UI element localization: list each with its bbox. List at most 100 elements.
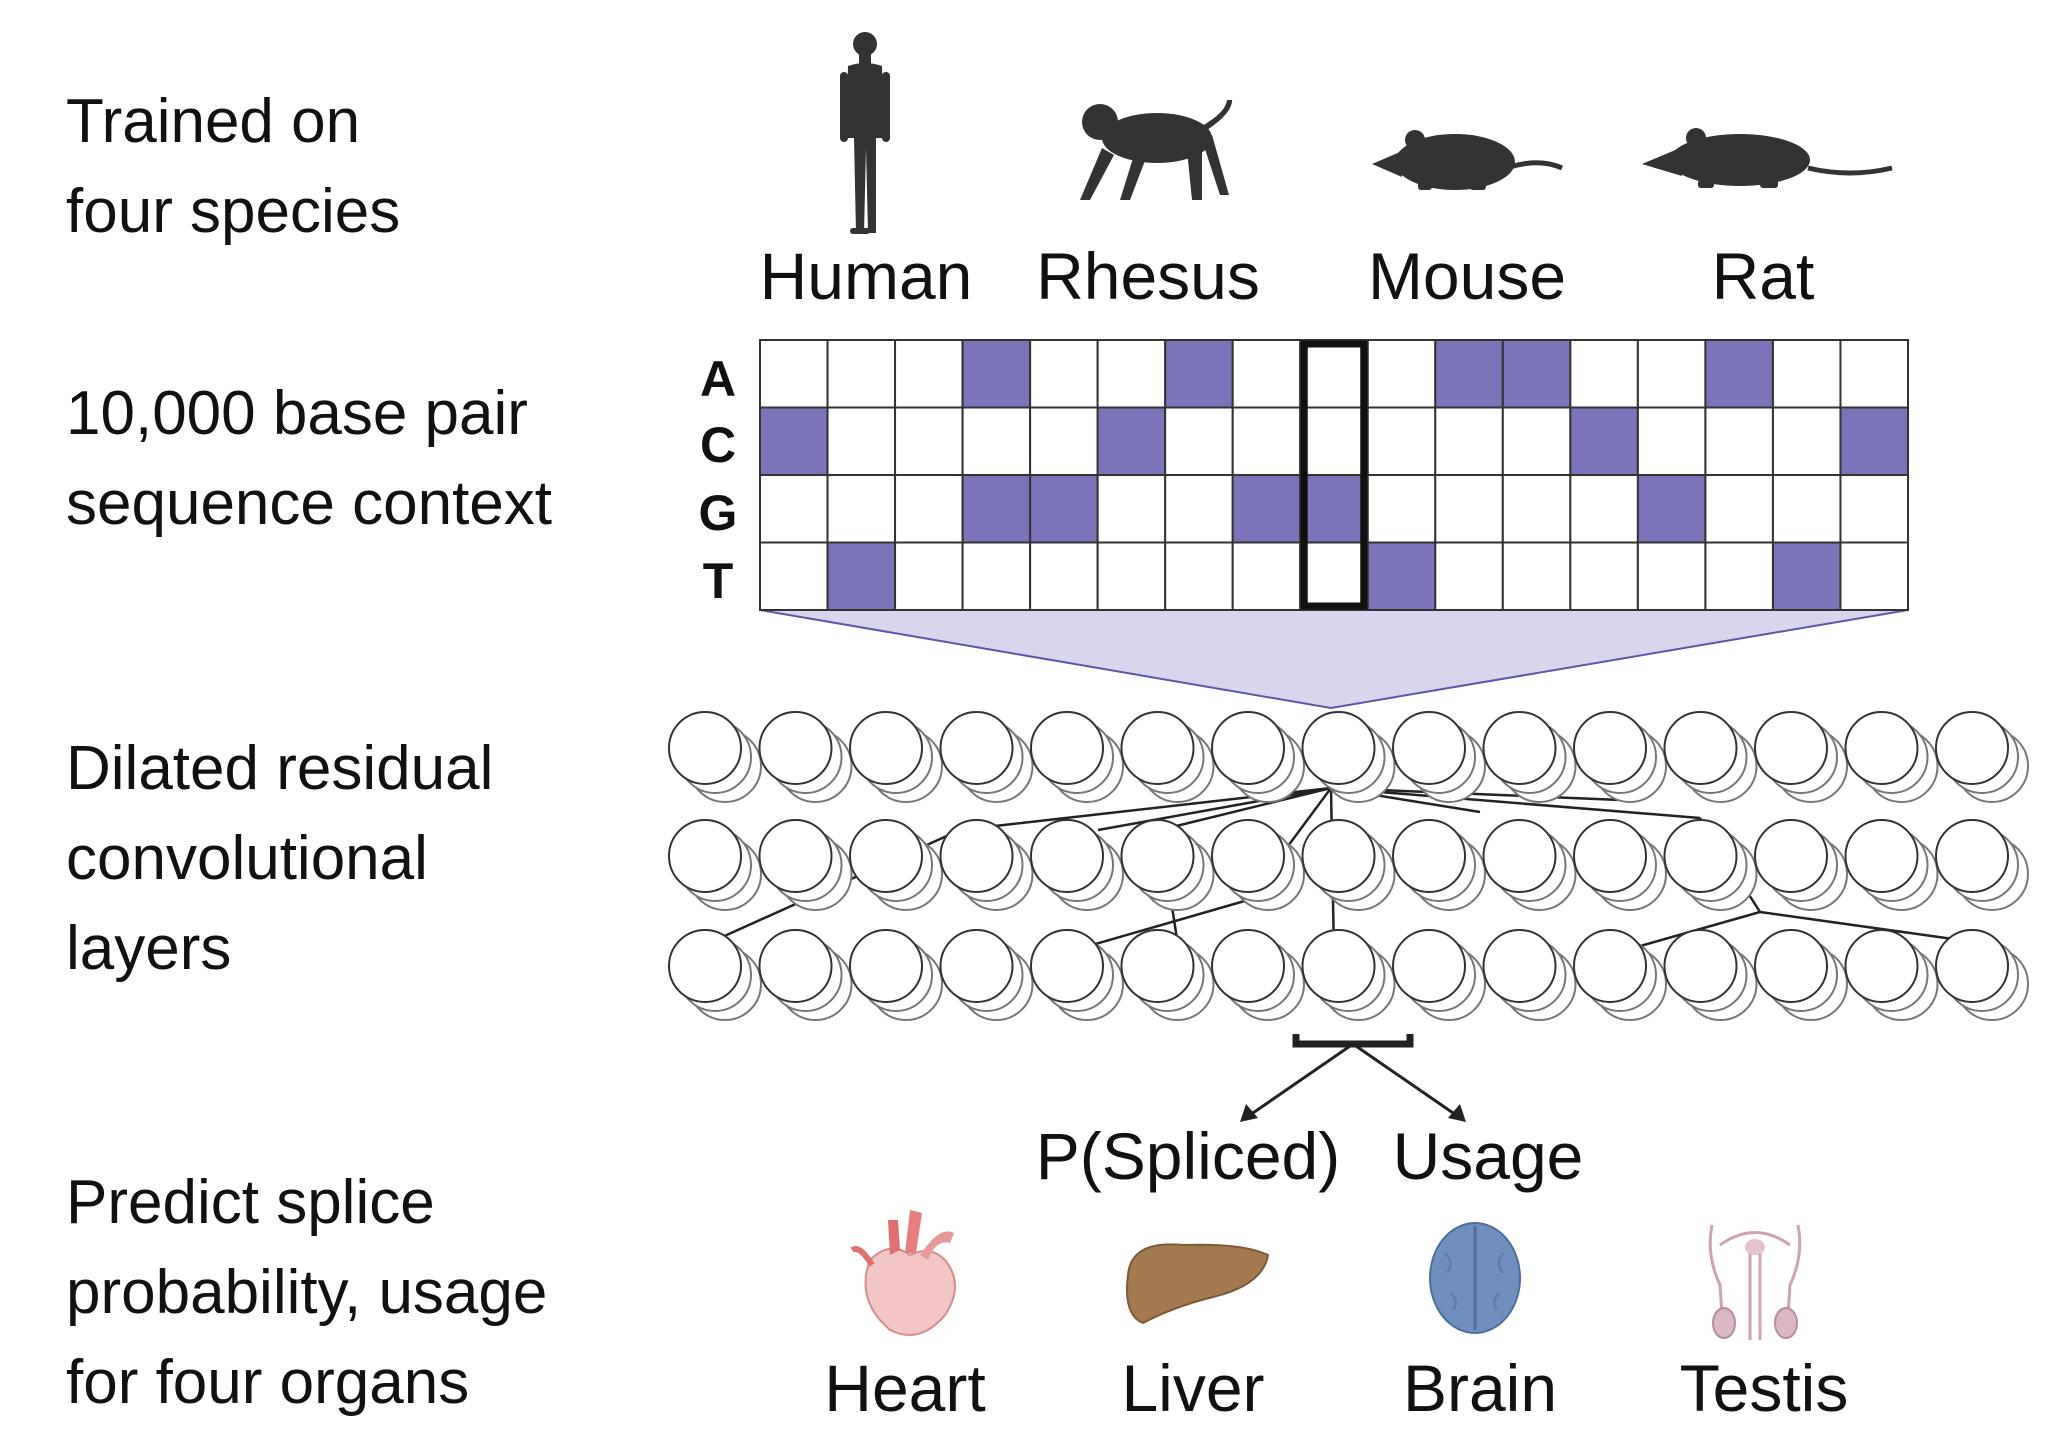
sequence-grid	[759, 339, 1909, 611]
grid-cell	[1299, 406, 1369, 476]
grid-cell	[894, 406, 964, 476]
grid-cell	[1569, 474, 1639, 544]
grid-cell	[1164, 406, 1234, 476]
trained-label-line1: Trained on	[66, 87, 361, 156]
network-node	[1120, 929, 1215, 1021]
grid-cell	[826, 541, 897, 611]
grid-cell	[1704, 406, 1774, 476]
grid-cell	[759, 474, 829, 544]
grid-cell	[1434, 339, 1504, 409]
grid-cell	[826, 339, 897, 409]
organ-label-heart: Heart	[824, 1351, 986, 1425]
network-node	[1754, 711, 1848, 803]
base-label-c: C	[699, 417, 737, 473]
grid-cell	[759, 406, 829, 476]
network-node	[1120, 711, 1215, 803]
grid-cell	[1839, 406, 1909, 476]
base-label-t: T	[702, 553, 734, 609]
grid-cell	[1839, 541, 1909, 611]
context-label-line1: 10,000 base pair	[66, 379, 528, 448]
network-node	[1030, 711, 1124, 803]
base-label-a: A	[699, 351, 737, 407]
grid-cell	[1569, 406, 1639, 476]
network-node	[1573, 929, 1667, 1021]
grid-cell	[1839, 339, 1909, 409]
grid-cell	[826, 406, 897, 476]
network-node	[1030, 929, 1124, 1021]
network-node	[1482, 819, 1577, 911]
arrow-to-p-spliced	[1249, 1042, 1354, 1117]
grid-cell	[1231, 474, 1302, 544]
grid-cell	[759, 339, 829, 409]
network-node	[1030, 819, 1124, 911]
grid-cell	[1434, 541, 1504, 611]
network-node	[1663, 711, 1758, 803]
arrow-head-left	[1240, 1104, 1258, 1122]
network-node	[1482, 711, 1577, 803]
grid-cell	[961, 339, 1032, 409]
network-node	[1844, 711, 1939, 803]
connection-line	[1159, 786, 1332, 832]
brain-icon	[1429, 1222, 1521, 1334]
grid-cell	[1366, 339, 1437, 409]
layers-label-line2: convolutional	[66, 824, 428, 893]
network-node	[849, 711, 943, 803]
rat-icon	[1642, 128, 1893, 188]
rhesus-monkey-icon	[1080, 100, 1233, 200]
network-node	[1301, 711, 1396, 803]
network-node	[1844, 819, 1939, 911]
predict-label-line3: for four organs	[66, 1348, 470, 1417]
trained-label-line2: four species	[66, 177, 401, 246]
heart-icon	[850, 1210, 956, 1336]
grid-cell	[1704, 541, 1774, 611]
connection-line	[1759, 910, 1961, 942]
grid-cell	[1231, 406, 1302, 476]
grid-cell	[1501, 339, 1572, 409]
highlighted-column	[1300, 340, 1368, 610]
grid-cell	[1501, 474, 1572, 544]
grid-cell	[1096, 474, 1167, 544]
species-label-rat: Rat	[1711, 239, 1815, 313]
grid-cell	[1501, 406, 1572, 476]
arrow-head-right	[1448, 1104, 1466, 1122]
connection-line	[1330, 786, 1701, 820]
network-node	[1573, 711, 1667, 803]
grid-cell	[1029, 541, 1099, 611]
output-label-usage: Usage	[1392, 1119, 1584, 1193]
network-node	[1844, 929, 1939, 1021]
network-node	[1211, 819, 1305, 911]
output-bracket	[1292, 1034, 1414, 1048]
species-label-human: Human	[759, 239, 973, 313]
network-node	[1211, 711, 1305, 803]
predict-label-line1: Predict splice	[66, 1168, 435, 1237]
network-node	[1935, 929, 2029, 1021]
grid-cell	[1164, 541, 1234, 611]
network-node	[939, 929, 1034, 1021]
grid-cell	[1096, 541, 1167, 611]
network-nodes	[668, 711, 2029, 1021]
organ-label-brain: Brain	[1402, 1351, 1558, 1425]
grid-cell	[1299, 541, 1369, 611]
context-label-line2: sequence context	[66, 469, 553, 538]
arrow-to-usage	[1352, 1042, 1457, 1117]
grid-cell	[1434, 474, 1504, 544]
grid-cell	[1029, 474, 1099, 544]
network-node	[1754, 929, 1848, 1021]
network-node	[1120, 819, 1215, 911]
mouse-icon	[1372, 130, 1564, 190]
network-node	[939, 711, 1034, 803]
species-label-mouse: Mouse	[1367, 239, 1567, 313]
network-node	[849, 819, 943, 911]
grid-cell	[1164, 474, 1234, 544]
network-node	[849, 929, 943, 1021]
layers-label-line1: Dilated residual	[66, 734, 494, 803]
grid-cell	[894, 339, 964, 409]
receptive-field-cone	[759, 609, 1909, 710]
grid-cell	[1704, 474, 1774, 544]
grid-cell	[1299, 474, 1369, 544]
network-node	[758, 819, 853, 911]
network-node	[1663, 819, 1758, 911]
grid-cell	[1231, 339, 1302, 409]
network-node	[1482, 929, 1577, 1021]
grid-cell	[1704, 339, 1774, 409]
